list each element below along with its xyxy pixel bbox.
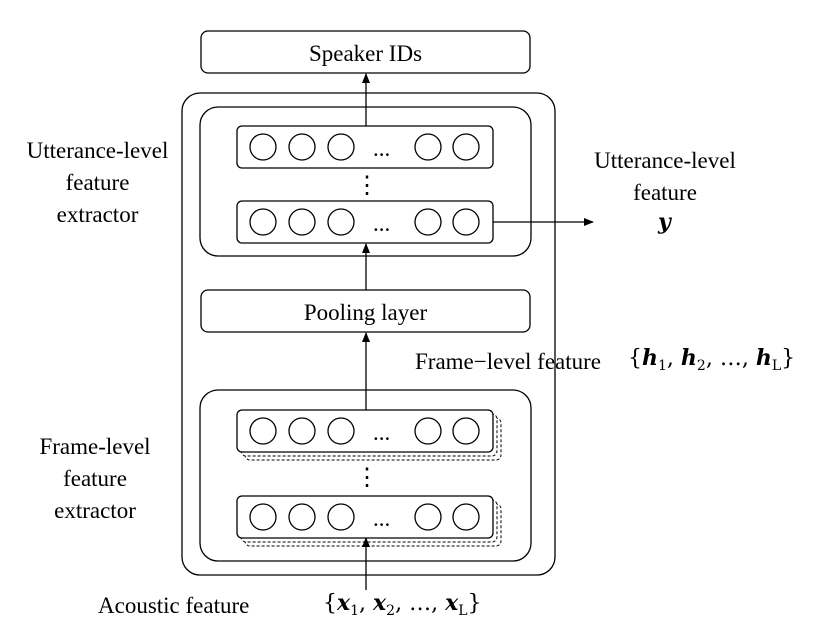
neuron-ellipsis-frame-top: ...: [373, 420, 391, 445]
utterance-output-label: Utterance-level feature: [594, 148, 736, 205]
acoustic-close-brace: }: [467, 591, 482, 616]
neurons-frame-bottom: [249, 503, 480, 531]
acoustic-open-brace: {: [323, 591, 337, 616]
frame-h-sub: L: [771, 358, 782, 374]
neuron-ellipsis-frame-bottom: ...: [373, 506, 391, 531]
utterance-output-symbol: y: [658, 211, 671, 234]
frame-sep: ,: [705, 346, 713, 371]
acoustic-x-symbol: x: [373, 590, 387, 616]
frame-extractor-label: Frame-level feature extractor: [39, 434, 151, 523]
neurons-frame-top: [249, 417, 480, 445]
frame-sep: ,: [666, 346, 674, 371]
frame-sep: ,: [741, 346, 749, 371]
acoustic-feature-set: {x1, x2, …, xL}: [323, 592, 482, 618]
acoustic-sep: ,: [431, 591, 439, 616]
acoustic-feature-label: Acoustic feature: [98, 593, 250, 618]
frame-h-sub: 2: [696, 358, 706, 374]
frame-close-brace: }: [781, 346, 796, 371]
frame-feature-label: Frame−level feature: [415, 349, 602, 374]
outer-container: [181, 92, 556, 576]
acoustic-x-symbol: x: [445, 590, 459, 616]
neuron-ellipsis-utterance-bottom: ...: [373, 211, 391, 236]
frame-h-symbol: h: [755, 345, 772, 371]
vertical-ellipsis-utterance: ⋮: [355, 173, 379, 199]
frame-h-sub: 1: [658, 358, 667, 374]
pooling-layer-label: Pooling layer: [303, 300, 428, 325]
vertical-ellipsis-frame: ⋮: [355, 465, 379, 491]
acoustic-x-sub: 2: [386, 603, 396, 619]
frame-h-symbol: h: [680, 345, 697, 371]
neurons-utterance-bottom: [249, 208, 480, 236]
acoustic-x-symbol: x: [337, 590, 351, 616]
acoustic-x-sub: 1: [350, 603, 360, 619]
y-symbol: y: [658, 209, 671, 235]
utterance-extractor-label: Utterance-level feature extractor: [26, 138, 169, 227]
frame-h-symbol: h: [642, 345, 658, 371]
acoustic-x-sub: L: [458, 603, 468, 619]
frame-feature-set: {h1, h2, …, hL}: [628, 347, 795, 373]
frame-open-brace: {: [628, 346, 642, 371]
neuron-ellipsis-utterance-top: ...: [373, 136, 391, 161]
speaker-ids-label: Speaker IDs: [308, 41, 423, 66]
acoustic-sep: ,: [359, 591, 367, 616]
frame-ellipsis: …: [719, 346, 742, 371]
acoustic-sep: ,: [395, 591, 403, 616]
neurons-utterance-top: [249, 133, 480, 161]
acoustic-ellipsis: …: [409, 591, 432, 616]
